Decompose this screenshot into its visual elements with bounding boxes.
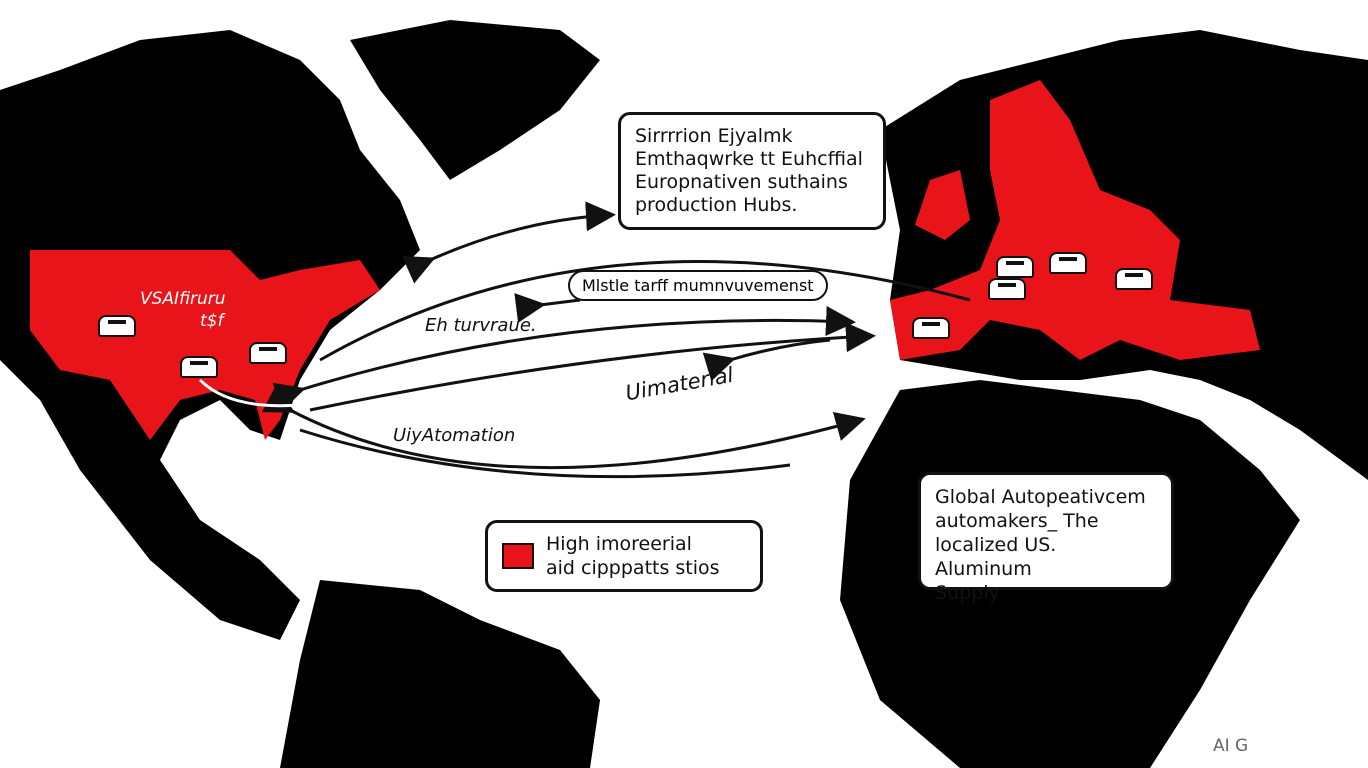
route-arrow — [198, 378, 301, 408]
callout-line: localized US. Aluminum — [935, 534, 1057, 580]
red-square-icon — [502, 543, 534, 569]
car-icon — [1049, 252, 1087, 274]
africa-callout: Global Autopeativcem automakers_ The loc… — [918, 472, 1174, 604]
car-icon — [912, 317, 950, 339]
route-arrow — [702, 338, 831, 382]
route-arrow — [299, 428, 791, 479]
route-label: Eh turvraue. — [425, 315, 537, 336]
route-arrow — [261, 385, 866, 470]
car-icon — [98, 315, 136, 337]
callout-line: production Hubs. — [635, 194, 798, 216]
callout-line: aid cipppatts stios — [546, 557, 720, 579]
callout-line: High imoreerial — [546, 533, 692, 555]
tariff-pill: Mlstle tarff mumnvuvemenst — [568, 270, 828, 301]
europe-callout: Sirrrrion Ejyalmk Emthaqwrke tt Euhcffia… — [618, 112, 886, 230]
car-icon — [988, 278, 1026, 300]
materials-callout: High imoreerial aid cipppatts stios — [485, 520, 763, 592]
route-arrow — [401, 201, 616, 284]
route-arrow — [272, 306, 856, 412]
watermark: AI G — [1213, 736, 1249, 756]
callout-line: Supply — [935, 582, 1000, 604]
callout-line: Sirrrrion Ejyalmk — [635, 125, 793, 147]
callout-line: automakers_ The — [935, 510, 1099, 532]
us-label-line: t$f — [200, 311, 224, 331]
trade-routes — [198, 201, 971, 479]
car-icon — [249, 342, 287, 364]
us-label: VSAIfiruru t$f — [140, 288, 226, 332]
usa-highlight — [30, 250, 380, 440]
callout-line: Europnativen suthains — [635, 171, 848, 193]
car-icon — [1115, 268, 1153, 290]
europe-highlight — [890, 80, 1260, 360]
route-arrow — [514, 293, 581, 323]
callout-line: Global Autopeativcem — [935, 486, 1146, 508]
uk-highlight — [915, 170, 970, 240]
greenland — [350, 20, 600, 180]
us-label-line: VSAIfiruru — [140, 289, 226, 309]
callout-line: Emthaqwrke tt Euhcffial — [635, 148, 863, 170]
south-america — [280, 580, 600, 768]
car-icon — [996, 256, 1034, 278]
car-icon — [180, 356, 218, 378]
route-label: UiyAtomation — [393, 425, 516, 446]
